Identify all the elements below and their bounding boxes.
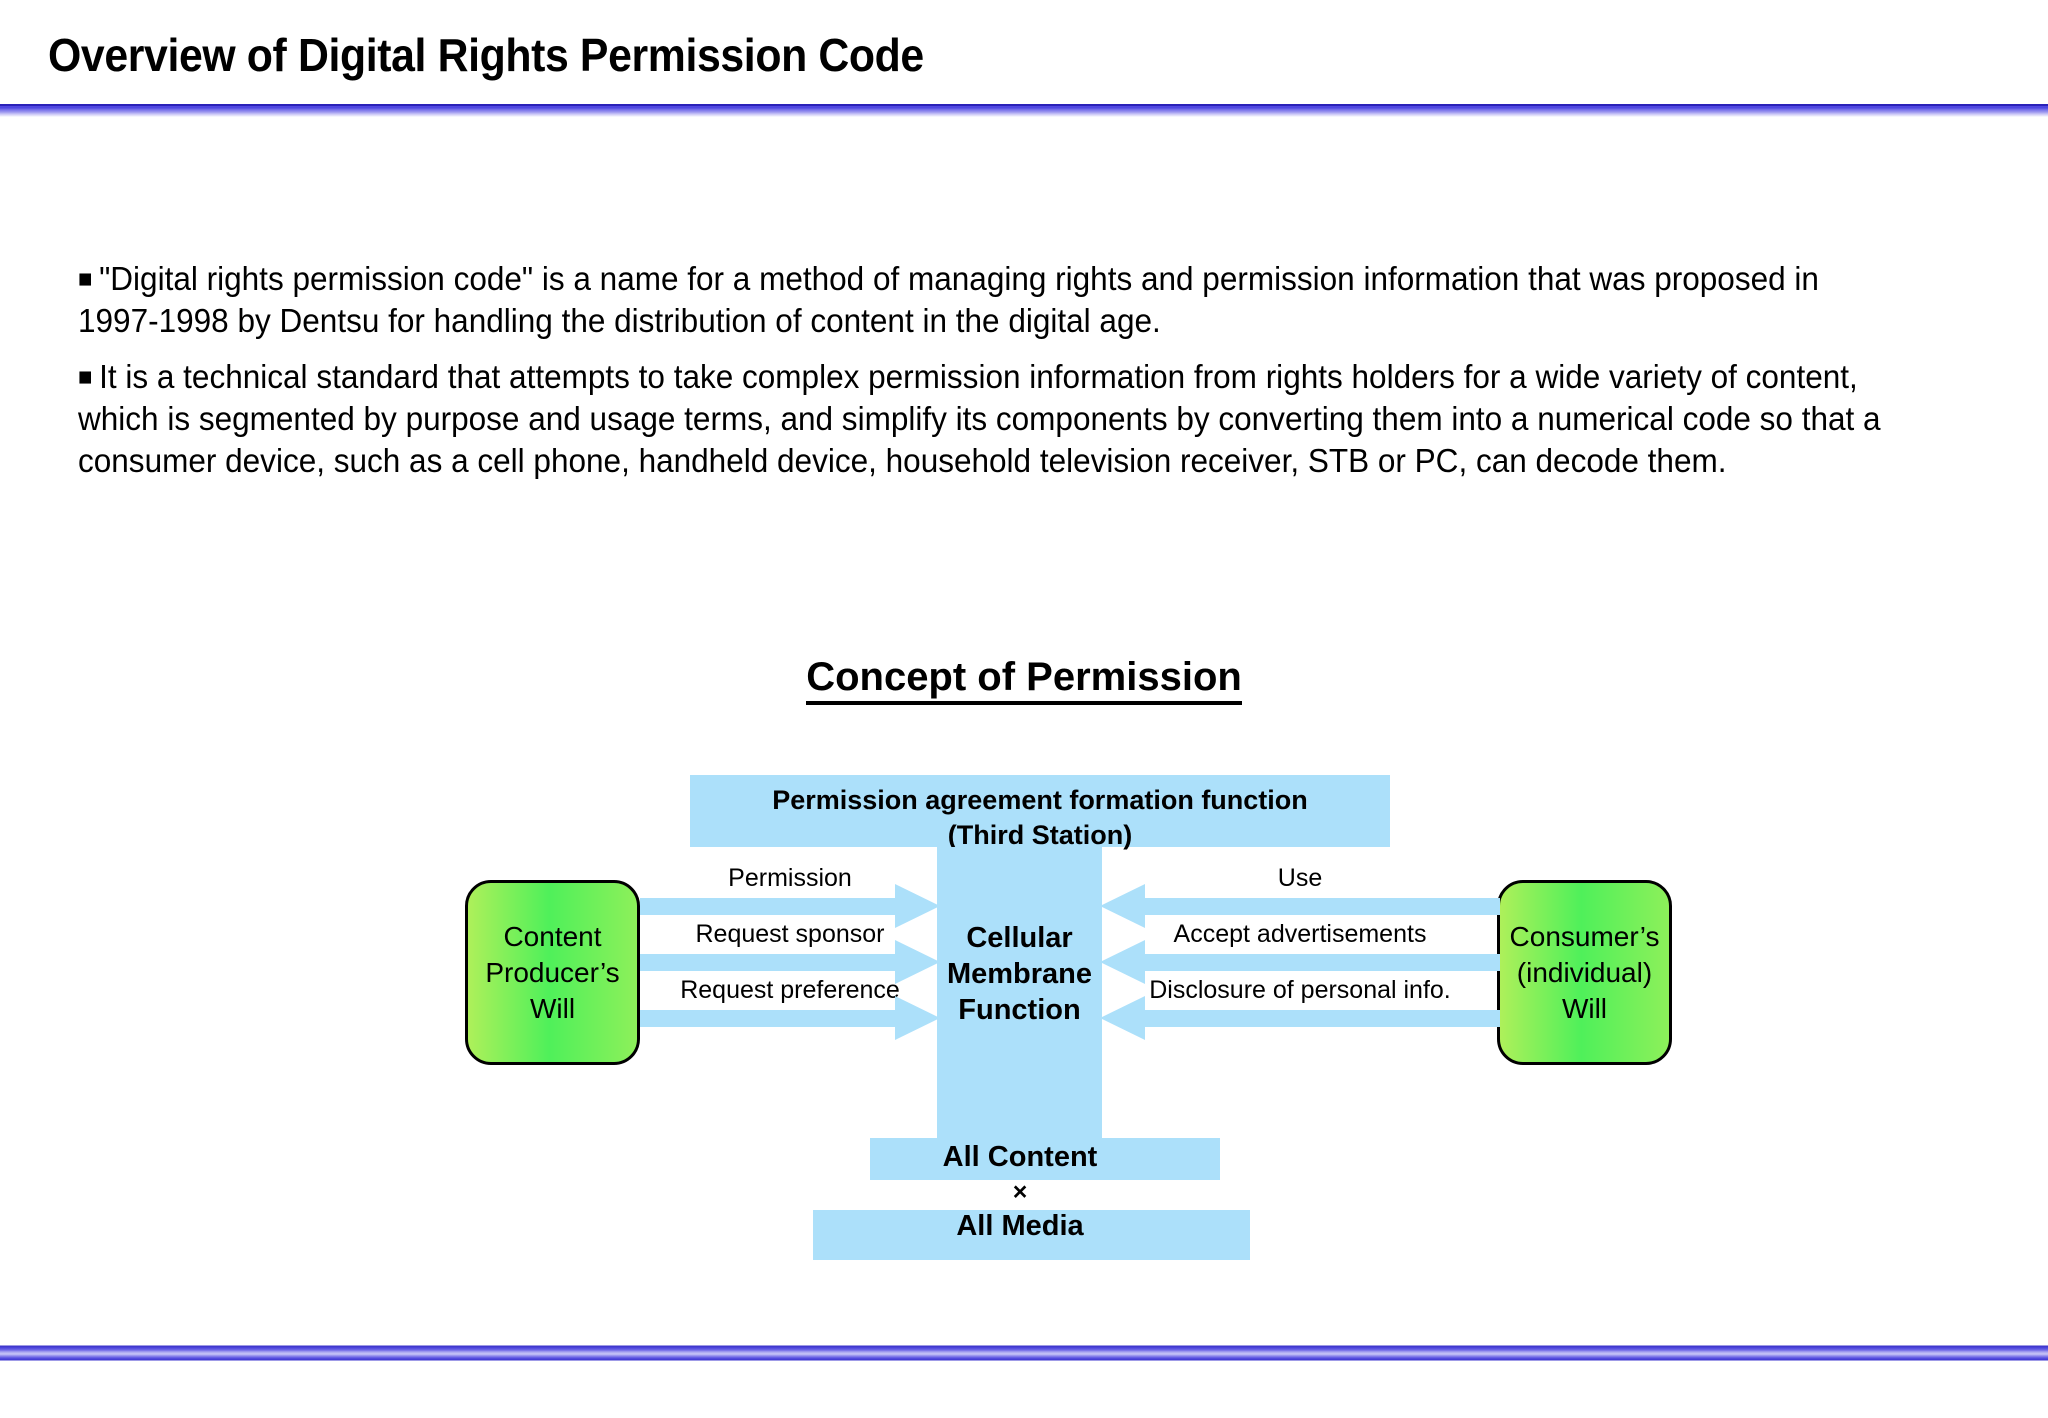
times-operator: × [1012, 1178, 1028, 1206]
bullet-paragraph-1-text: "Digital rights permission code" is a na… [78, 260, 1819, 339]
third-station-box: Permission agreement formation function … [690, 775, 1390, 850]
flow-right-3-label: Disclosure of personal info. [1149, 976, 1451, 1004]
center-line-3: Function [958, 994, 1081, 1026]
consumer-line-1: Consumer’s [1509, 920, 1660, 952]
arrow-right-icon [895, 996, 940, 1040]
center-line-2: Membrane [946, 958, 1093, 990]
cellular-membrane-label: Cellular Membrane Function [937, 920, 1102, 1028]
square-bullet-icon: ■ [78, 363, 93, 391]
content-producer-line-1: Content [503, 920, 602, 952]
bullet-paragraph-1: ■"Digital rights permission code" is a n… [78, 258, 1902, 342]
all-content-bar [870, 1138, 1220, 1180]
content-producer-line-2: Producer’s [485, 956, 620, 988]
square-bullet-icon: ■ [78, 265, 93, 293]
all-content-label: All Content [942, 1141, 1098, 1173]
center-line-1: Cellular [966, 922, 1073, 954]
diagram-title-text: Concept of Permission [806, 655, 1242, 705]
arrow-shaft [1145, 954, 1500, 971]
consumer-will-box: Consumer’s (individual) Will [1497, 880, 1672, 1065]
flow-right-1: Use [1100, 864, 1500, 928]
footer-divider-rule [0, 1345, 2048, 1361]
diagram-title: Concept of Permission [0, 655, 2048, 705]
bullet-paragraph-2: ■It is a technical standard that attempt… [78, 356, 1902, 482]
content-producer-line-3: Will [529, 992, 576, 1024]
flow-right-2-label: Accept advertisements [1173, 920, 1427, 948]
third-station-line-2: (Third Station) [947, 820, 1133, 850]
flow-right-2: Accept advertisements [1100, 920, 1500, 984]
arrow-shaft [640, 898, 895, 915]
arrow-left-icon [1100, 996, 1145, 1040]
consumer-line-3: Will [1561, 992, 1608, 1024]
arrow-left-icon [1100, 940, 1145, 984]
arrow-shaft [640, 1010, 895, 1027]
flow-right-1-label: Use [1277, 864, 1323, 892]
consumer-line-2: (individual) [1516, 956, 1653, 988]
cellular-membrane-column [937, 847, 1102, 1138]
page-title: Overview of Digital Rights Permission Co… [48, 29, 924, 81]
body-text-block: ■"Digital rights permission code" is a n… [78, 258, 1988, 496]
header-divider-rule [0, 104, 2048, 117]
all-media-bar [813, 1210, 1250, 1260]
flow-left-2: Request sponsor [640, 920, 940, 984]
arrow-right-icon [895, 884, 940, 928]
flow-left-3: Request preference [640, 976, 940, 1040]
bullet-paragraph-2-text: It is a technical standard that attempts… [78, 358, 1881, 479]
arrow-right-icon [895, 940, 940, 984]
third-station-line-1: Permission agreement formation function [772, 785, 1308, 815]
flow-left-3-label: Request preference [680, 976, 900, 1004]
flow-left-2-label: Request sponsor [695, 920, 885, 948]
concept-diagram: Concept of Permission Permission agreeme… [0, 655, 2048, 1275]
foundation-labels: All Content × All Media [760, 1139, 1280, 1245]
arrow-left-icon [1100, 884, 1145, 928]
flow-right-3: Disclosure of personal info. [1100, 976, 1500, 1040]
all-media-label: All Media [956, 1210, 1084, 1242]
content-producer-will-box: Content Producer’s Will [465, 880, 640, 1065]
arrow-shaft [1145, 1010, 1500, 1027]
flow-left-1-label: Permission [728, 864, 852, 892]
arrow-shaft [640, 954, 895, 971]
flow-left-1: Permission [640, 864, 940, 928]
arrow-shaft [1145, 898, 1500, 915]
